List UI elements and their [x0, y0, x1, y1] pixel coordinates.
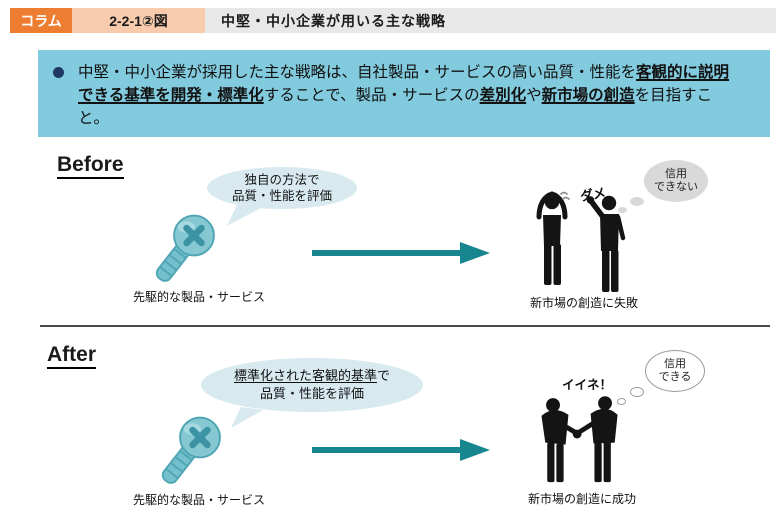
after-result-caption: 新市場の創造に成功	[528, 492, 637, 506]
after-arrow-icon	[312, 439, 490, 461]
after-bubble-tail	[231, 407, 263, 428]
after-product-caption: 先駆的な製品・サービス	[133, 493, 266, 507]
before-bubble-tail	[227, 205, 261, 226]
figure-title: 中堅・中小企業が用いる主な戦略	[205, 8, 776, 33]
before-speech-bubble: 独自の方法で 品質・性能を評価	[207, 167, 357, 209]
summary-seg: 中堅・中小企業が採用した主な戦略は、自社製品・サービスの高い品質・性能を	[78, 64, 637, 81]
before-thought-line1: 信用	[665, 168, 687, 180]
before-bubble-line1: 独自の方法で	[244, 173, 320, 187]
after-thought-line2: できる	[658, 371, 692, 383]
before-bubble-line2: 品質・性能を評価	[231, 189, 332, 203]
section-divider	[40, 325, 770, 327]
before-product-caption: 先駆的な製品・サービス	[133, 290, 266, 304]
summary-text: 中堅・中小企業が採用した主な戦略は、自社製品・サービスの高い品質・性能を客観的に…	[78, 61, 742, 130]
after-thought-line1: 信用	[664, 358, 686, 370]
column-badge: コラム	[10, 8, 72, 33]
thought-dot	[617, 398, 626, 405]
summary-seg-emphasis: 差別化	[479, 87, 527, 104]
after-bubble-line1-underlined: 標準化された客観的基準	[233, 368, 377, 383]
failure-people-illustration	[536, 191, 626, 292]
bullet-icon	[53, 67, 64, 78]
summary-seg-emphasis: 客観的に説明できる基準を開発・標準化	[78, 64, 730, 104]
before-arrow-icon	[312, 242, 490, 264]
before-result-caption: 新市場の創造に失敗	[530, 296, 639, 310]
thought-dot	[618, 207, 627, 213]
before-thought-line2: できない	[654, 181, 698, 193]
summary-box: 中堅・中小企業が採用した主な戦略は、自社製品・サービスの高い品質・性能を客観的に…	[38, 50, 770, 137]
screw-product-icon	[161, 416, 221, 484]
screw-product-icon	[155, 214, 215, 282]
after-bubble-line1: 標準化された客観的基準で	[234, 367, 390, 385]
thought-dot	[630, 387, 644, 397]
after-heading: After	[47, 343, 97, 370]
before-heading: Before	[57, 153, 124, 180]
summary-seg: を目指すこと。	[78, 87, 713, 127]
after-bubble-line2: 品質・性能を評価	[259, 386, 364, 401]
summary-seg: や	[526, 87, 542, 104]
header-bar: コラム 2-2-1②図 中堅・中小企業が用いる主な戦略	[10, 8, 776, 33]
figure-number: 2-2-1②図	[72, 8, 205, 33]
before-reaction-label: ダメ	[579, 185, 607, 204]
after-thought-bubble: 信用 できる	[645, 350, 705, 392]
after-bubble-line1-rest: で	[377, 368, 391, 383]
summary-seg-emphasis: 新市場の創造	[541, 87, 635, 104]
summary-seg: することで、製品・サービスの	[263, 87, 480, 104]
thought-dot	[630, 197, 644, 206]
after-speech-bubble: 標準化された客観的基準で 品質・性能を評価	[201, 358, 423, 412]
before-thought-bubble: 信用 できない	[644, 160, 708, 202]
after-reaction-label: イイネ！	[562, 378, 613, 392]
handshake-people-illustration	[541, 396, 618, 483]
